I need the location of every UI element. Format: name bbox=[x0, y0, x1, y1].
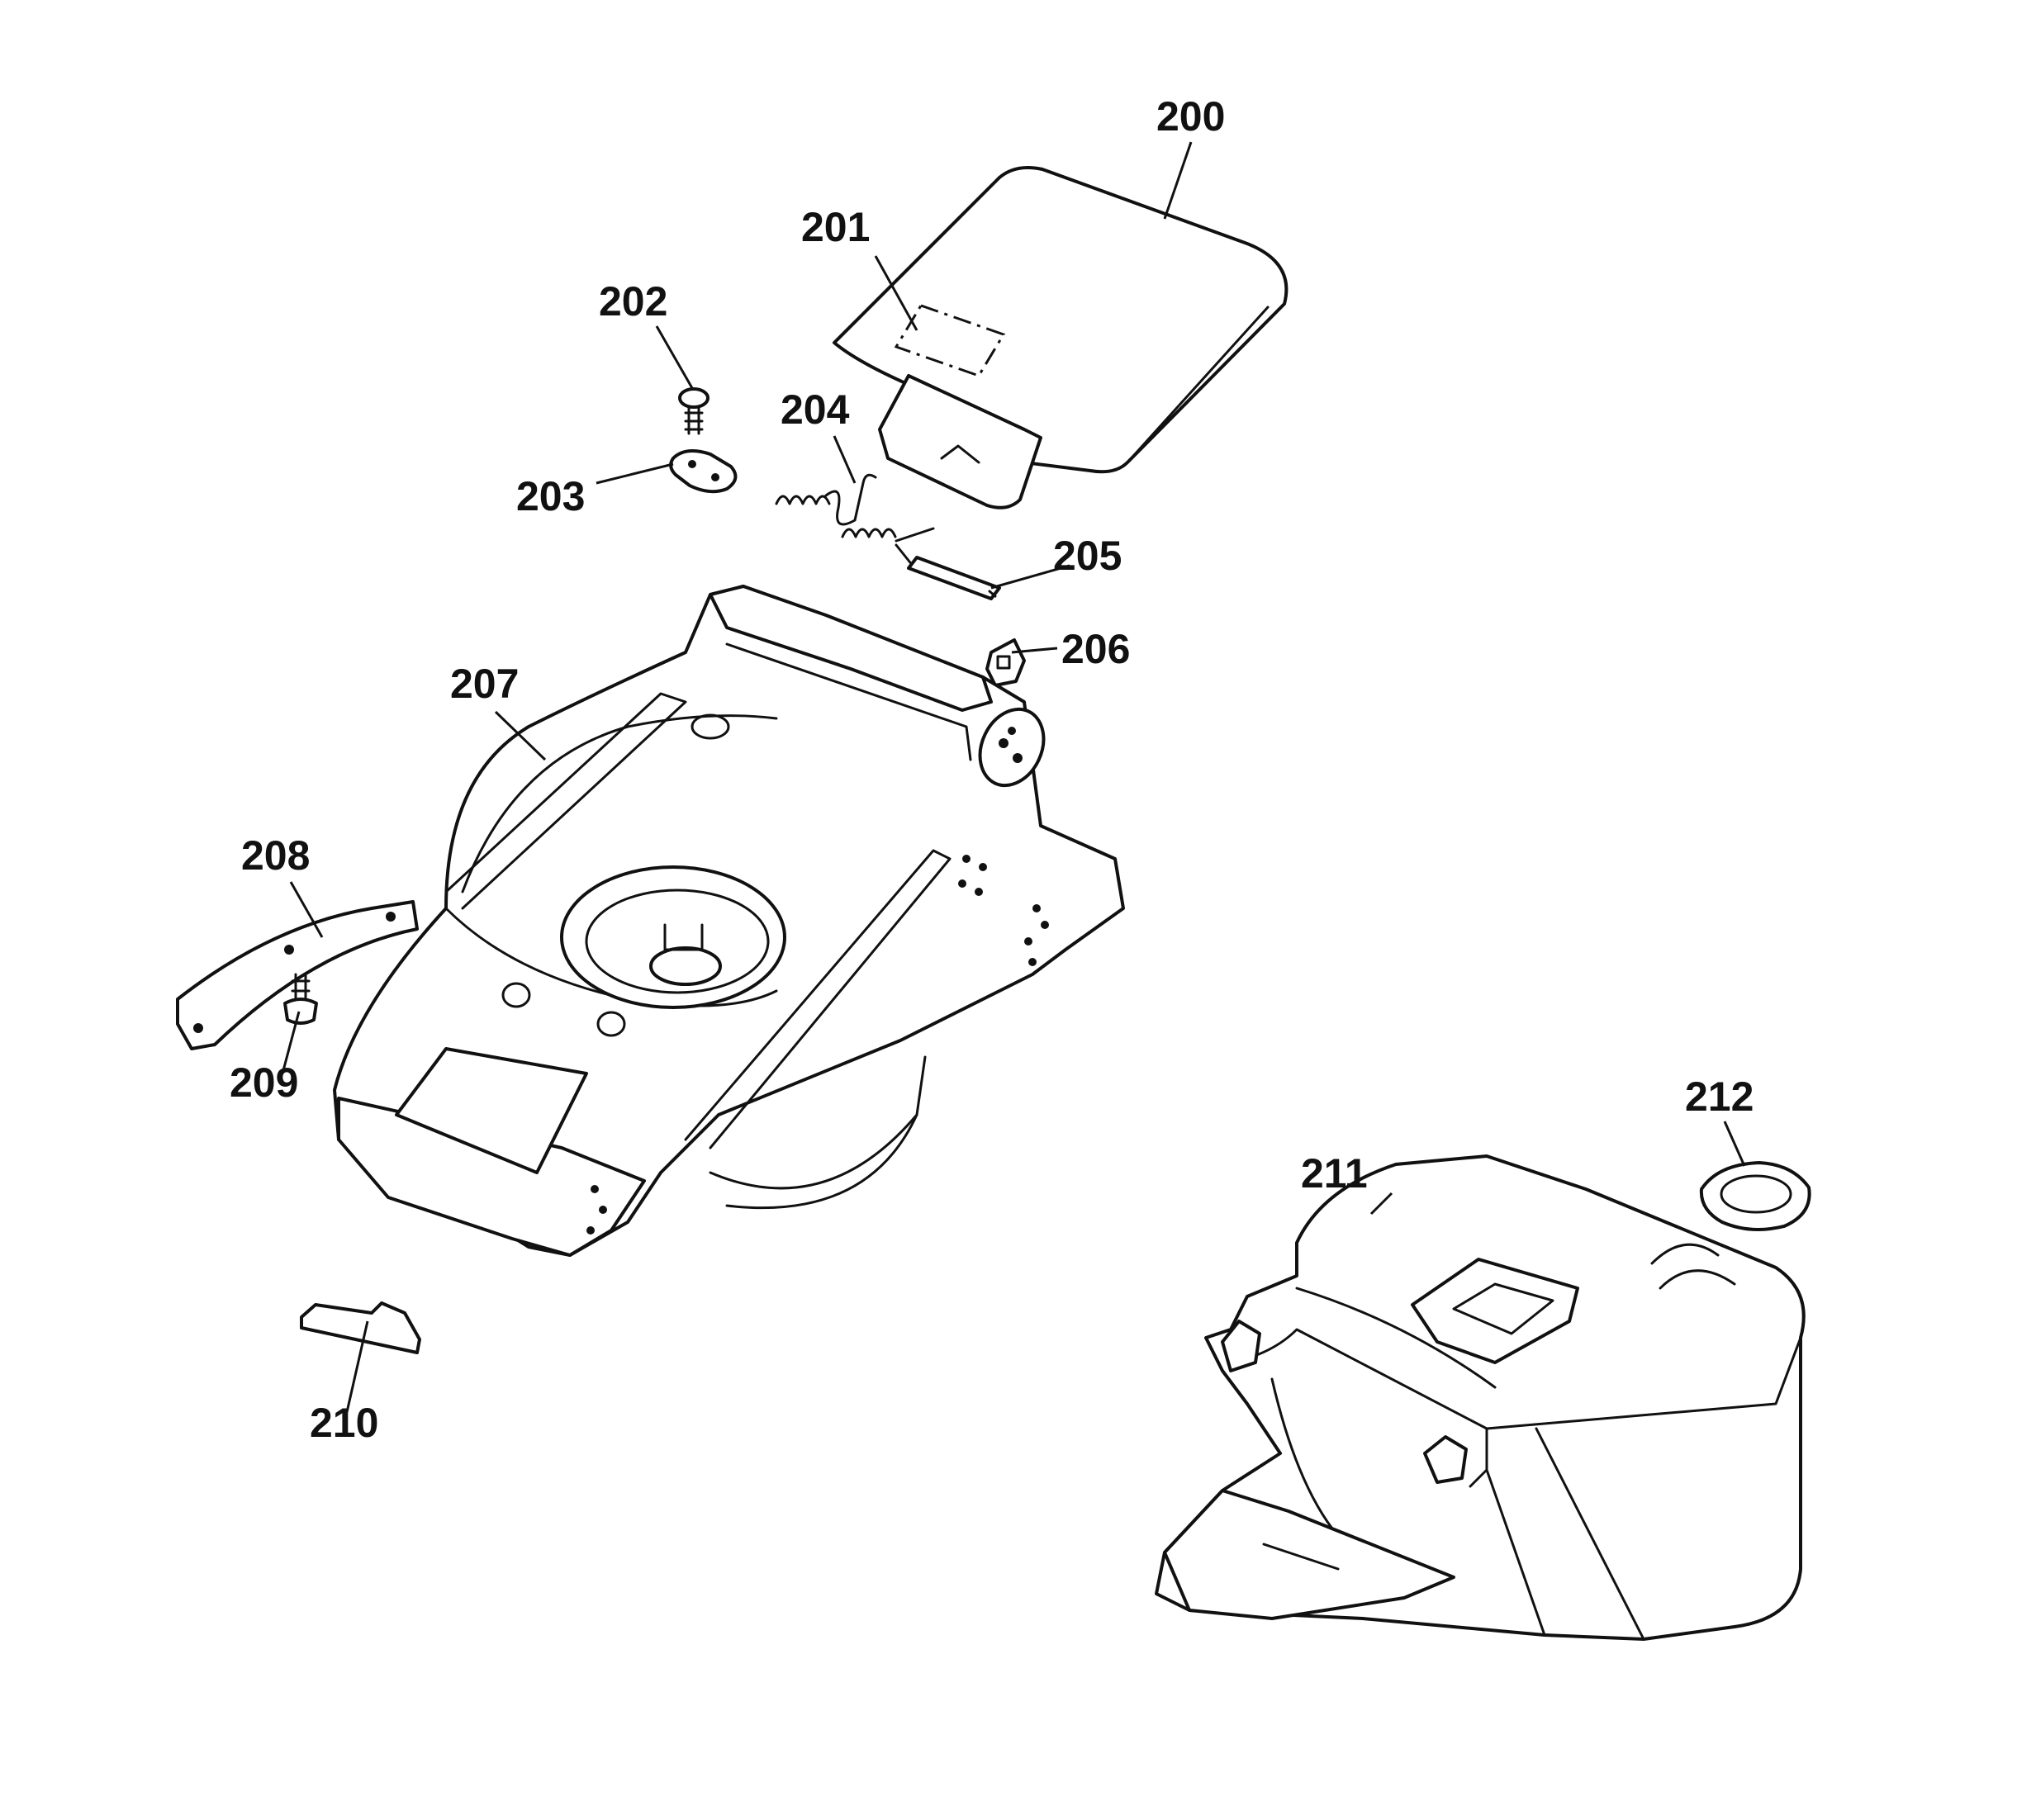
callout-209: 209 bbox=[230, 1059, 298, 1106]
part-202-screw bbox=[678, 387, 710, 435]
callout-206: 206 bbox=[1061, 626, 1130, 672]
callout-202: 202 bbox=[599, 278, 667, 325]
part-208-strap bbox=[176, 900, 419, 1050]
part-207-deck bbox=[333, 585, 1125, 1257]
part-211-grassbox bbox=[1155, 1154, 1806, 1641]
callout-212: 212 bbox=[1685, 1074, 1754, 1120]
callout-210: 210 bbox=[310, 1400, 378, 1446]
callout-200: 200 bbox=[1156, 93, 1225, 140]
part-210-blade bbox=[300, 1301, 421, 1354]
callout-211: 211 bbox=[1301, 1150, 1368, 1197]
callout-204: 204 bbox=[781, 386, 850, 433]
callout-203: 203 bbox=[516, 473, 585, 519]
callout-labels: 200 201 202 203 204 205 206 207 208 209 … bbox=[230, 93, 1754, 1446]
part-203-washer bbox=[669, 449, 738, 494]
part-205-rod bbox=[907, 556, 1001, 600]
callout-201: 201 bbox=[801, 204, 870, 250]
part-200-lid bbox=[833, 166, 1289, 510]
callout-205: 205 bbox=[1053, 533, 1122, 579]
part-204-spring bbox=[775, 473, 935, 567]
part-206-clip bbox=[985, 638, 1026, 687]
leader-lines bbox=[281, 141, 1746, 1413]
callout-208: 208 bbox=[241, 832, 310, 879]
part-212-window bbox=[1699, 1161, 1811, 1231]
callout-207: 207 bbox=[450, 661, 519, 707]
part-209-screw bbox=[283, 973, 318, 1025]
